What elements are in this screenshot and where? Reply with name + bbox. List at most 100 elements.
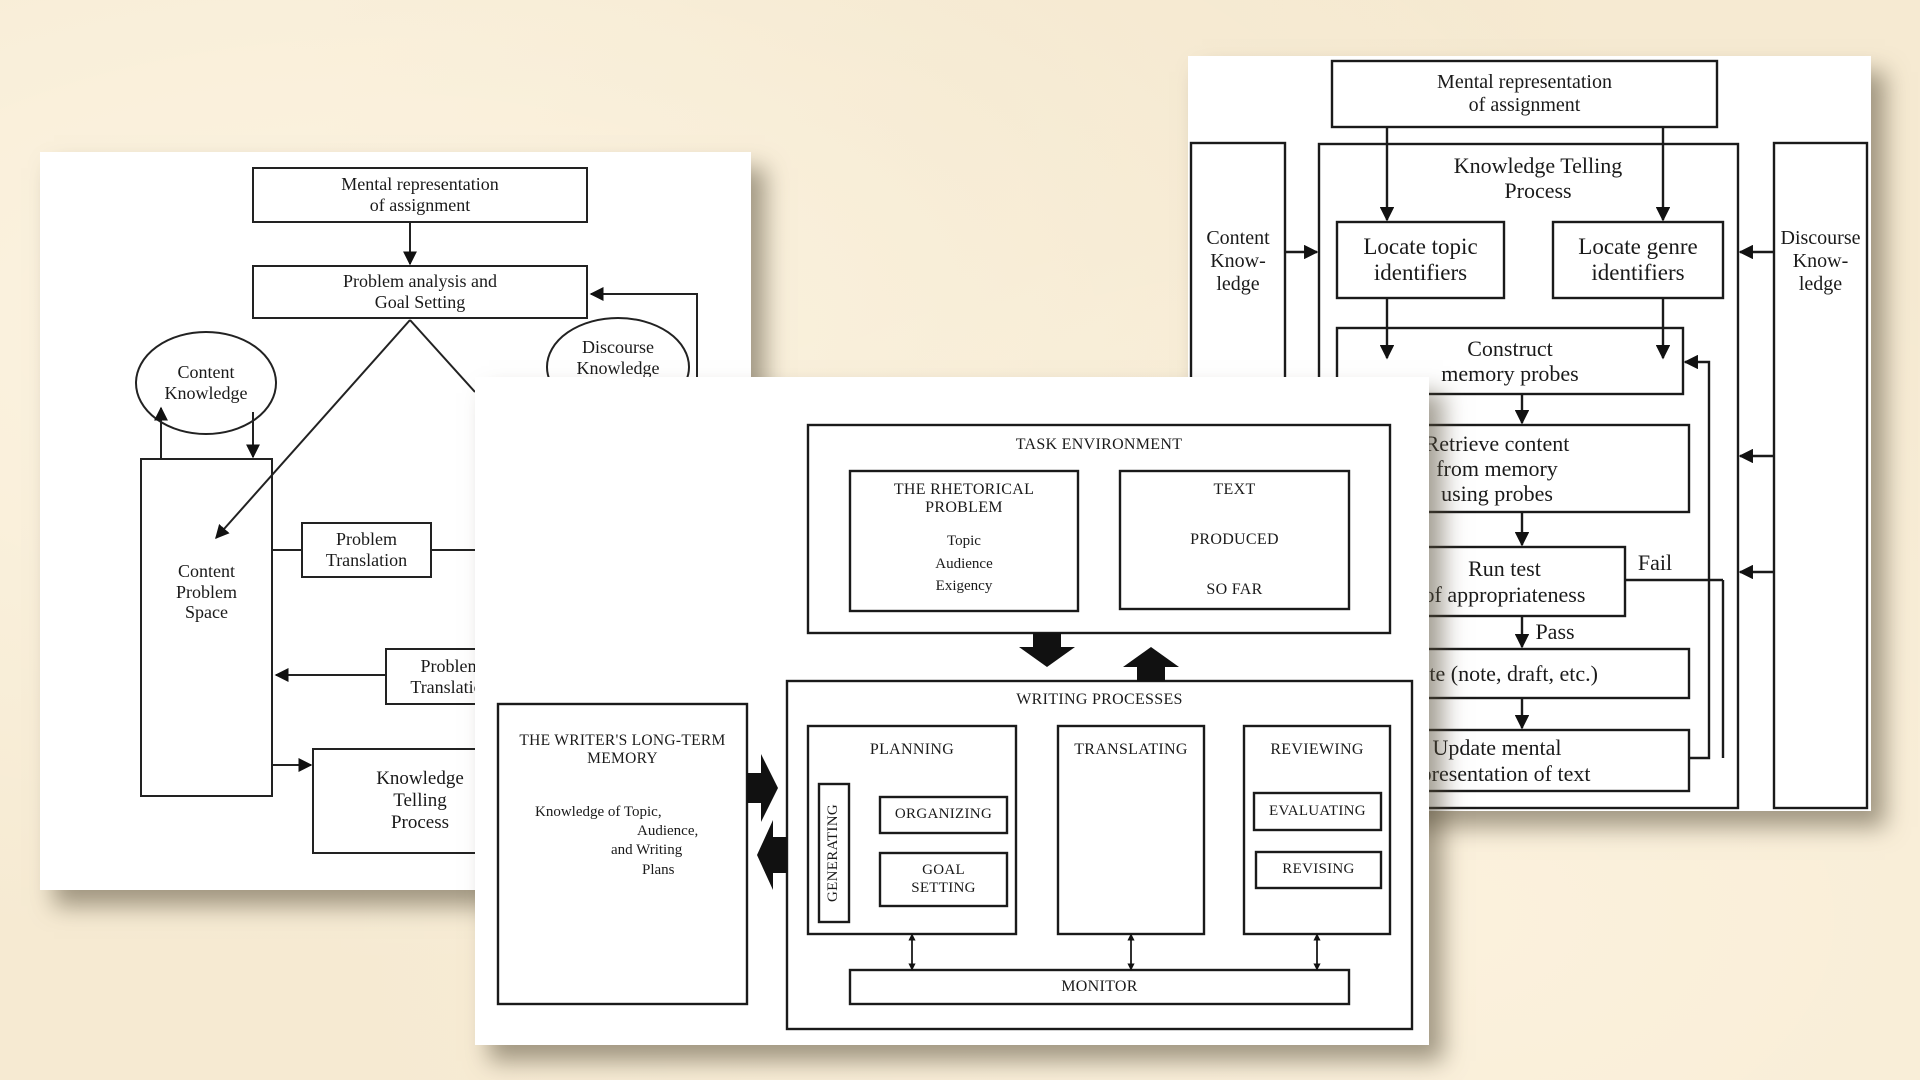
label-line: REVIEWING [1270,740,1364,758]
content-knowledge-label: Content Know- ledge [1191,221,1285,301]
generating-box [817,782,851,924]
rhetorical-problem-box [848,469,1080,613]
run-test-label: Run test of appropriateness [1384,547,1625,616]
knowledge-telling-label: Knowledge Telling Process [340,749,500,853]
locate-genre-box [1551,220,1725,300]
label-line: Knowledge [164,383,248,403]
label-line: Locate topic [1363,233,1478,259]
long-term-memory-box [496,702,749,1006]
label-line: PROBLEM [925,499,1003,516]
label-line: Audience, [637,823,699,840]
locate-genre-label: Locate genre identifiers [1553,222,1723,298]
mental-representation-box [252,167,588,223]
label-line: Content [178,560,235,581]
mental-representation-label: Mental representation of assignment [253,168,587,222]
label-line: Process [390,811,450,833]
label-line: PRODUCED [1190,530,1279,548]
rhetorical-problem-label: THE RHETORICAL PROBLEM [850,477,1078,521]
long-term-memory-items: Knowledge of Topic, Audience, and Writin… [535,803,735,880]
content-knowledge-ellipse [135,331,277,435]
label-line: representation of text [1403,760,1591,786]
label-line: of assignment [1468,94,1581,116]
label-line: GOAL [922,862,965,879]
revising-label: REVISING [1256,852,1381,888]
label-line: MEMORY [587,750,658,767]
label-line: Problem [420,655,482,676]
retrieve-content-label: Retrieve content from memory using probe… [1384,425,1610,512]
label-line: Discourse [1780,226,1861,249]
label-line: TASK ENVIRONMENT [1015,435,1183,453]
label-line: WRITING PROCESSES [1016,690,1183,708]
label-line: Problem [176,581,237,602]
label-line: ledge [1216,272,1260,295]
label-line: Problem analysis and [343,271,497,292]
construct-probes-label: Construct memory probes [1337,328,1683,394]
problem-analysis-label: Problem analysis and Goal Setting [253,266,587,318]
label-line: identifiers [1373,260,1468,285]
fail-label: Fail [1630,550,1680,576]
evaluating-box [1252,791,1383,832]
generating-label: GENERATING [819,784,849,922]
up-block-arrow [1123,647,1179,681]
task-environment-box [806,423,1392,635]
label-line: Knowledge [376,768,464,790]
label-line: GENERATING [825,804,842,902]
label-line: Know- [1210,249,1266,272]
label-line: Content [1206,226,1270,249]
discourse-knowledge-label: Discourse Know- ledge [1774,221,1867,301]
label-line: Knowledge [576,357,660,378]
monitor-label: MONITOR [850,970,1349,1004]
label-line: of appropriateness [1423,581,1586,607]
label-line: Discourse [582,337,654,357]
long-term-memory-label: THE WRITER'S LONG-TERM MEMORY [498,730,747,770]
label-line: Translation [410,676,492,697]
locate-topic-label: Locate topic identifiers [1337,222,1504,298]
label-line: TRANSLATING [1074,740,1188,758]
label-line: ORGANIZING [894,806,993,823]
locate-topic-box [1335,220,1506,300]
label-line: Run test [1468,556,1541,582]
task-environment-label: TASK ENVIRONMENT [808,431,1390,459]
construct-probes-box [1335,326,1685,396]
label-line: REVISING [1282,861,1355,878]
label-line: EVALUATING [1269,802,1366,819]
update-representation-label: Update mental representation of text [1384,730,1610,791]
evaluating-label: EVALUATING [1254,793,1381,830]
label-line: Know- [1792,249,1849,272]
organizing-label: ORGANIZING [880,797,1007,833]
arrow-analysis-to-content-space [215,319,411,540]
label-line: Locate genre [1578,233,1698,259]
label-line: Fail [1637,550,1673,576]
reviewing-label: REVIEWING [1244,737,1390,763]
label-line: using probes [1441,481,1553,507]
label-line: identifiers [1591,260,1685,285]
label-line: Process [1504,178,1572,203]
discourse-knowledge-column [1772,141,1869,810]
label-line: memory probes [1441,361,1579,386]
label-line: THE RHETORICAL [893,480,1035,498]
label-line: SO FAR [1206,580,1263,598]
feedback-line-to-analysis [589,287,698,392]
right-block-arrow-to-processes [747,754,778,822]
monitor-box [848,968,1351,1006]
center-diagram-lines [496,423,1414,1031]
label-line: Construct [1467,335,1553,361]
writing-processes-label: WRITING PROCESSES [787,688,1412,712]
label-line: Problem [336,529,397,550]
pass-label: Pass [1530,618,1580,646]
feedback-line-to-construct [1683,354,1711,760]
down-block-arrow [1019,633,1075,667]
label-line: Mental representation [341,174,499,195]
label-line: TEXT [1213,481,1256,498]
text-produced-label: TEXT PRODUCED SO FAR [1120,481,1349,599]
label-line: Audience [935,555,993,572]
mental-representation-label: Mental representation of assignment [1332,61,1717,127]
label-line: of assignment [369,195,471,215]
left-block-arrow-to-memory [757,820,787,890]
problem-translation-label-2: Problem Translation [386,649,516,704]
mental-representation-box [1330,59,1719,129]
label-line: Plans [642,861,675,878]
label-line: Content [177,362,235,383]
rhetorical-items: Topic Audience Exigency [850,529,1078,599]
label-line: ledge [1798,272,1843,295]
